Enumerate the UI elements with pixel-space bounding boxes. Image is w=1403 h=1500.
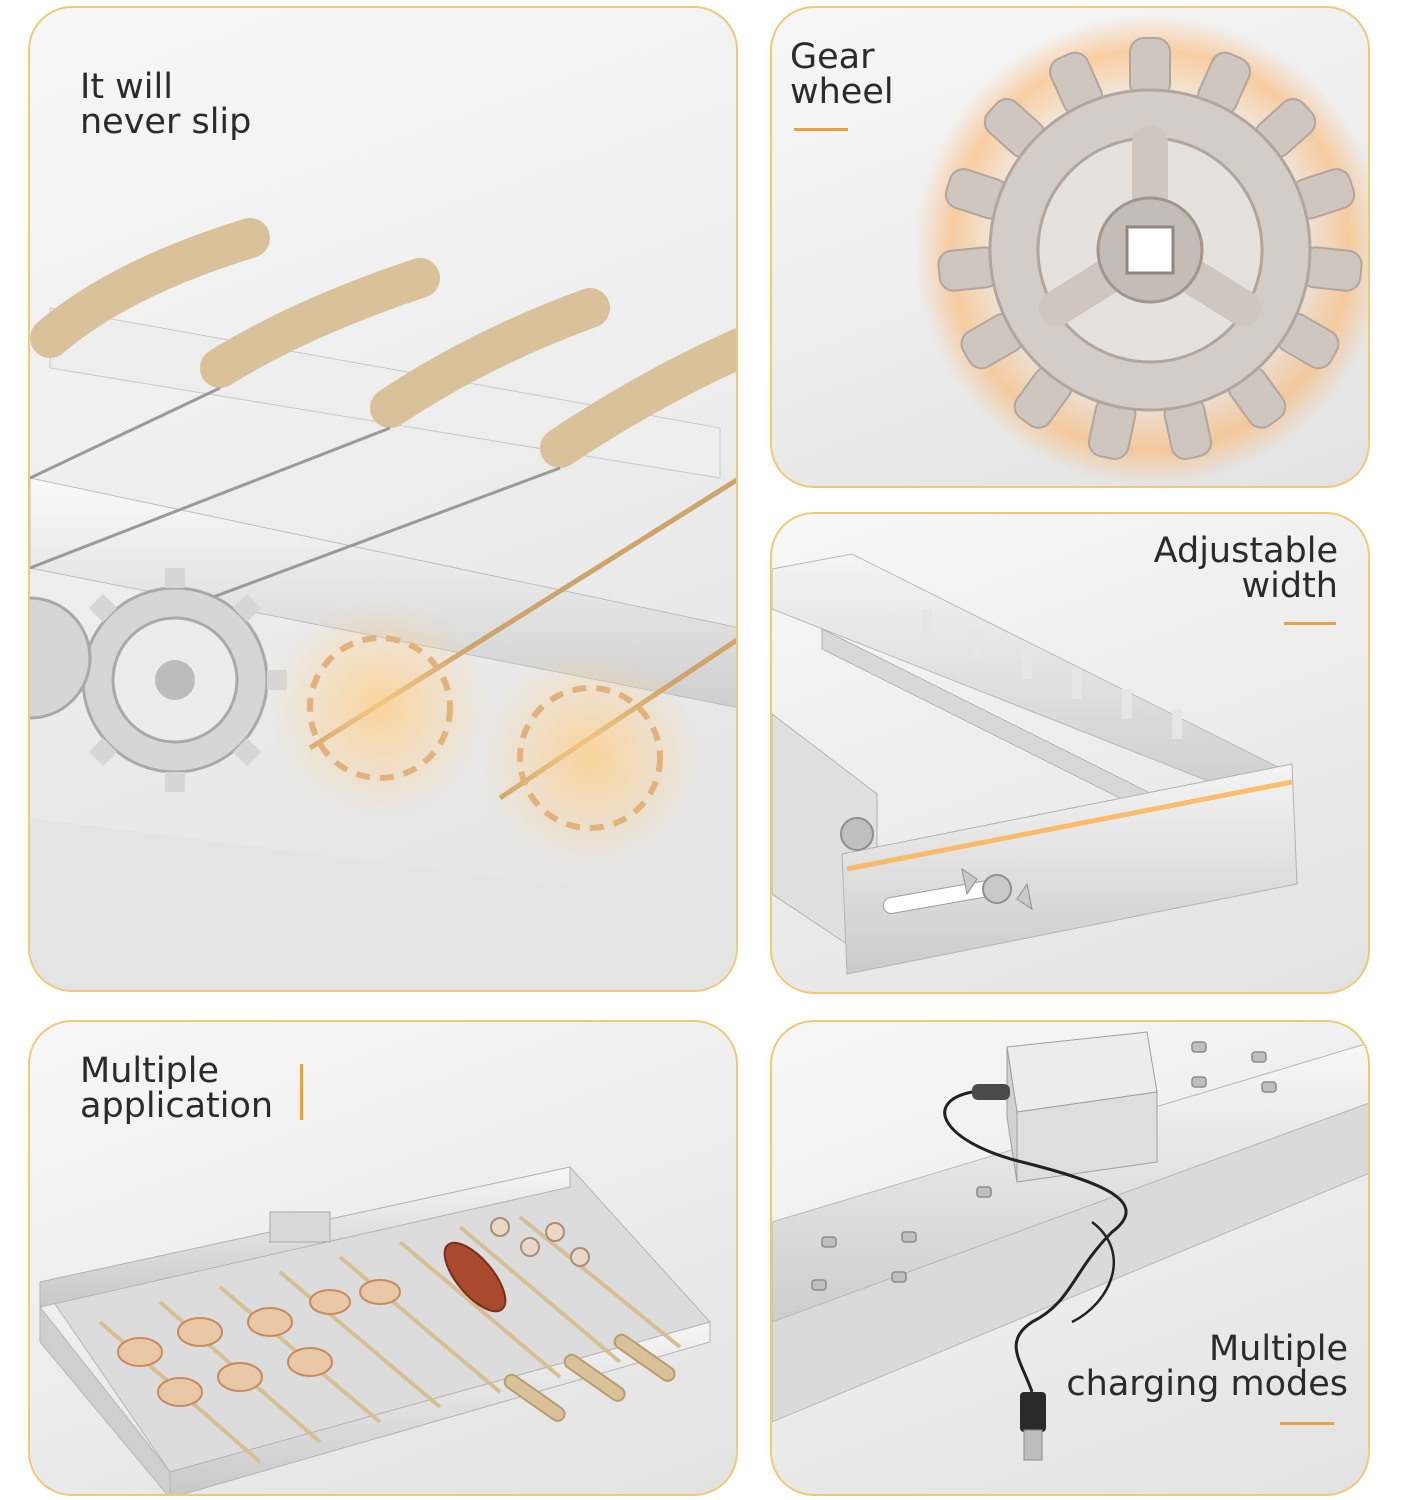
gear-wheel-illustration [915, 15, 1368, 485]
skewer-rail-illustration [30, 218, 736, 990]
panel-adjustable-width-caption: Adjustable width [1154, 534, 1338, 604]
caption-underline [1280, 1422, 1334, 1425]
panel-adjustable-width: Adjustable width [770, 512, 1370, 994]
panel-never-slip-caption: It will never slip [80, 70, 251, 140]
motor-icon [972, 1031, 1158, 1183]
panel-gear-wheel: Gear wheel [770, 6, 1370, 488]
panel-gear-wheel-caption: Gear wheel [790, 40, 894, 110]
usb-plug-icon [1020, 1392, 1046, 1461]
skewer-icon [98, 1215, 682, 1464]
caption-line-1: It will [80, 67, 173, 107]
caption-line-1: Gear [790, 37, 875, 77]
panel-charging-modes: Multiple charging modes [770, 1020, 1370, 1496]
panel-multiple-application: Multiple application [28, 1020, 738, 1496]
caption-line-1: Multiple [80, 1051, 220, 1091]
caption-underline [794, 128, 848, 131]
caption-underline [1284, 622, 1336, 625]
caption-line-2: wheel [790, 72, 894, 112]
motor-and-cable-illustration [772, 1031, 1368, 1461]
adjustable-frame-illustration [772, 553, 1298, 975]
caption-line-2: never slip [80, 102, 252, 142]
gear-icon [30, 568, 287, 792]
gear-icon [937, 37, 1363, 460]
caption-line-2: width [1241, 566, 1338, 606]
caption-line-1: Multiple [1208, 1329, 1348, 1369]
wing-nut-icon [961, 867, 1033, 911]
caption-line-2: charging modes [1066, 1364, 1348, 1404]
grill-with-food-illustration [39, 1166, 711, 1494]
panel-multiple-application-caption: Multiple application [80, 1054, 273, 1124]
panel-charging-modes-caption: Multiple charging modes [1066, 1332, 1348, 1402]
caption-line-2: application [80, 1086, 274, 1126]
skewer-icon [30, 218, 736, 801]
caption-line-1: Adjustable [1153, 531, 1338, 571]
caption-accent-bar [300, 1064, 303, 1120]
panel-never-slip: It will never slip [28, 6, 738, 992]
